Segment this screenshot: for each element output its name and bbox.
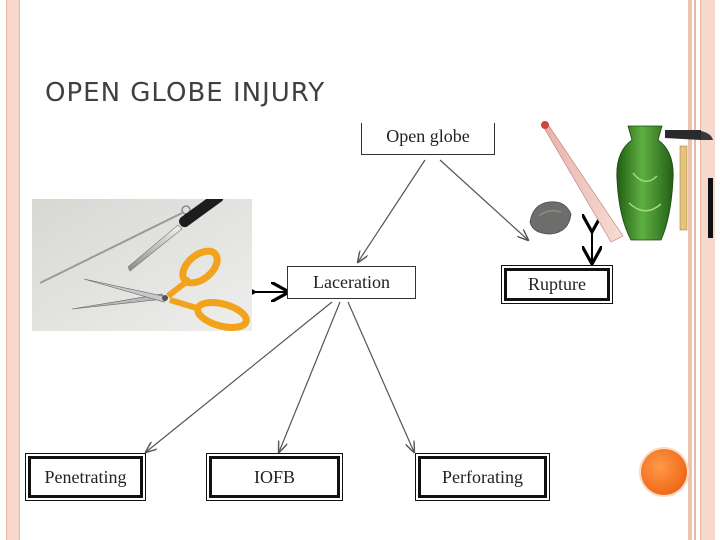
edge-laceration-iofb xyxy=(279,301,341,452)
blunt-objects-image xyxy=(529,121,713,243)
left-decor-bar xyxy=(6,0,20,540)
edge-laceration-perforating xyxy=(347,301,414,452)
right-decor-line xyxy=(694,0,696,540)
decor-orange-dot xyxy=(641,449,687,495)
node-laceration: Laceration xyxy=(287,266,416,299)
edge-laceration-penetrating xyxy=(146,301,333,452)
node-penetrating: Penetrating xyxy=(25,453,146,501)
edge-root-laceration xyxy=(358,159,426,262)
node-rupture: Rupture xyxy=(501,265,613,304)
sharp-objects-image xyxy=(32,199,252,331)
edge-root-rupture xyxy=(439,159,528,240)
slide-title: OPEN GLOBE INJURY xyxy=(45,78,326,108)
right-decor-bar xyxy=(688,0,692,540)
node-open-globe: Open globe xyxy=(361,123,495,155)
node-iofb: IOFB xyxy=(206,453,343,501)
node-perforating: Perforating xyxy=(415,453,550,501)
